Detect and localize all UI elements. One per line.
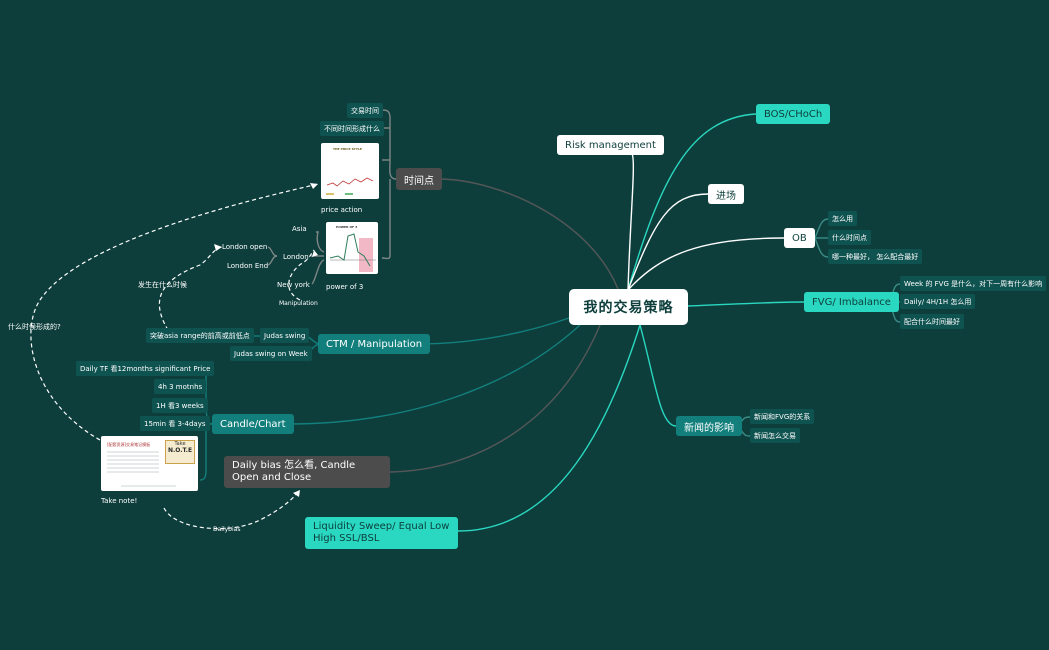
link-news (639, 324, 677, 427)
note-badge: Take N.O.T.E (165, 440, 195, 464)
dailybias-label: Dailybias (213, 525, 241, 533)
ctm-manipulation-node[interactable]: CTM / Manipulation (318, 334, 431, 354)
break-asia-range-node[interactable]: 突破asia range的前高或前低点 (146, 328, 254, 343)
fvg-child-time[interactable]: 配合什么时间最好 (900, 314, 964, 329)
link-ob (627, 237, 785, 291)
power-of-3-caption: power of 3 (326, 283, 364, 291)
link-fvg (687, 301, 805, 307)
link-ctm (415, 317, 570, 345)
link-liquidity (457, 324, 641, 532)
entry-node[interactable]: 进场 (708, 184, 744, 204)
time-child-trading-hours[interactable]: 交易时间 (347, 103, 383, 118)
take-note-image[interactable]: [配套资源]交易笔记模板 Take N.O.T.E (101, 436, 198, 491)
when-happen-label: 发生在什么时候 (138, 281, 187, 289)
liquidity-node[interactable]: Liquidity Sweep/ Equal Low High SSL/BSL (305, 517, 458, 549)
central-topic[interactable]: 我的交易策略 (569, 289, 688, 325)
candle-child-15min[interactable]: 15min 看 3-4days (140, 416, 210, 431)
link-entry (627, 193, 709, 291)
note-badge-top: Take (174, 441, 186, 447)
price-action-image-title: THE PRICE STYLE (333, 147, 362, 151)
daily-bias-node[interactable]: Daily bias 怎么看, Candle Open and Close (224, 456, 390, 488)
fvg-child-daily[interactable]: Daily/ 4H/1H 怎么用 (900, 294, 976, 309)
asia-label[interactable]: Asia (292, 225, 307, 233)
news-node[interactable]: 新闻的影响 (676, 416, 742, 436)
link-time (439, 178, 619, 290)
ob-child-best[interactable]: 哪一种最好， 怎么配合最好 (828, 249, 923, 264)
bos-choch-node[interactable]: BOS/CHoCh (756, 104, 831, 124)
time-node[interactable]: 时间点 (396, 168, 442, 190)
ob-node[interactable]: OB (784, 228, 815, 248)
judas-swing-node[interactable]: Judas swing (260, 328, 310, 343)
ob-child-usage[interactable]: 怎么用 (828, 211, 857, 226)
manipulation-label: Manipulation (279, 299, 318, 307)
london-label[interactable]: London (283, 253, 309, 261)
candle-child-daily[interactable]: Daily TF 看12months significant Price (76, 361, 215, 376)
take-note-doc-title: [配套资源]交易笔记模板 (107, 442, 151, 447)
candle-child-4h[interactable]: 4h 3 motnhs (154, 379, 207, 394)
price-action-image[interactable]: THE PRICE STYLE (321, 143, 379, 199)
judas-swing-week-node[interactable]: Judas swing on Week (230, 346, 312, 361)
power-of-3-image-title: POWER OF 3 (336, 225, 358, 229)
london-end-label[interactable]: London End (227, 262, 269, 270)
link-risk (627, 153, 635, 291)
time-child-formation[interactable]: 不同时间形成什么 (320, 121, 384, 136)
ob-child-timing[interactable]: 什么时间点 (828, 230, 871, 245)
note-badge-main: N.O.T.E (167, 447, 193, 454)
power-of-3-chart-icon (329, 233, 376, 272)
how-formed-label: 什么时候形成的? (8, 323, 61, 331)
take-note-caption: Take note! (101, 497, 138, 505)
new-york-label[interactable]: New york (277, 281, 310, 289)
news-child-trade[interactable]: 新闻怎么交易 (750, 428, 800, 443)
risk-management-node[interactable]: Risk management (557, 135, 664, 155)
price-action-chart-icon (326, 177, 374, 195)
power-of-3-image[interactable]: POWER OF 3 (326, 222, 378, 274)
price-action-caption: price action (321, 206, 363, 214)
fvg-child-week[interactable]: Week 的 FVG 是什么，对下一周有什么影响 (900, 276, 1047, 291)
note-document-icon (107, 451, 176, 487)
fvg-node[interactable]: FVG/ Imbalance (804, 292, 899, 312)
news-child-fvg[interactable]: 新闻和FVG的关系 (750, 409, 815, 424)
candle-child-1h[interactable]: 1H 看3 weeks (152, 398, 208, 413)
london-open-label[interactable]: London open (222, 243, 268, 251)
candle-chart-node[interactable]: Candle/Chart (212, 414, 294, 434)
